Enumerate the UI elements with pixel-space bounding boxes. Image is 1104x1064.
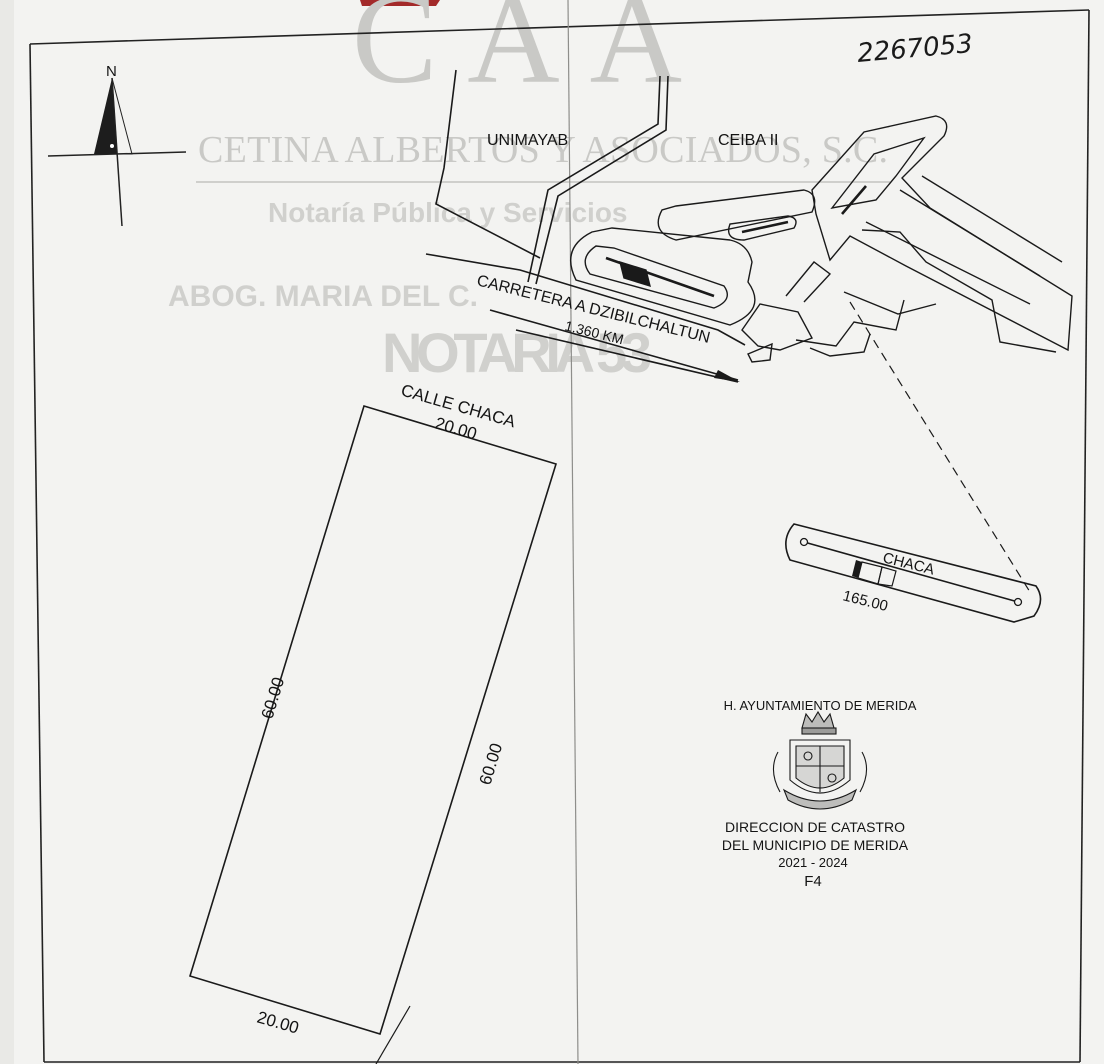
authority-council: H. AYUNTAMIENTO DE MERIDA xyxy=(724,698,917,713)
subdivision-development xyxy=(569,115,1073,363)
map-frame xyxy=(29,9,1090,1063)
authority-department-line1: DIRECCION DE CATASTRO xyxy=(725,819,905,835)
locality-ceiba: CEIBA II xyxy=(718,132,778,149)
access-roads xyxy=(425,69,746,346)
notary-watermark: CAA CETINA ALBERTOS Y ASOCIADOS, S.C. No… xyxy=(168,0,890,384)
lot-polygon xyxy=(189,405,558,1035)
lot-boundary-tick xyxy=(375,1005,411,1064)
paper-sheet xyxy=(14,0,1104,1064)
detail-street-chaca xyxy=(785,523,1042,623)
highway xyxy=(489,309,740,383)
watermark-letters: CAA xyxy=(352,0,682,110)
authority-department-line2: DEL MUNICIPIO DE MERIDA xyxy=(722,837,909,853)
watermark-service: Notaría Pública y Servicios xyxy=(268,197,628,228)
detail-leader-line xyxy=(849,301,1031,593)
watermark-lawyer: ABOG. MARIA DEL C. xyxy=(168,280,478,313)
watermark-notary: NOTARIA 53 xyxy=(382,321,652,384)
red-stamp-fragment xyxy=(360,0,440,6)
coat-of-arms-icon xyxy=(772,710,868,810)
watermark-firm: CETINA ALBERTOS Y ASOCIADOS, S.C. xyxy=(198,129,888,171)
authority-sheet: F4 xyxy=(804,873,822,890)
north-arrow-icon xyxy=(47,77,187,227)
locality-unimayab: UNIMAYAB xyxy=(487,132,568,149)
north-label: N xyxy=(106,63,117,80)
authority-period: 2021 - 2024 xyxy=(778,855,847,870)
